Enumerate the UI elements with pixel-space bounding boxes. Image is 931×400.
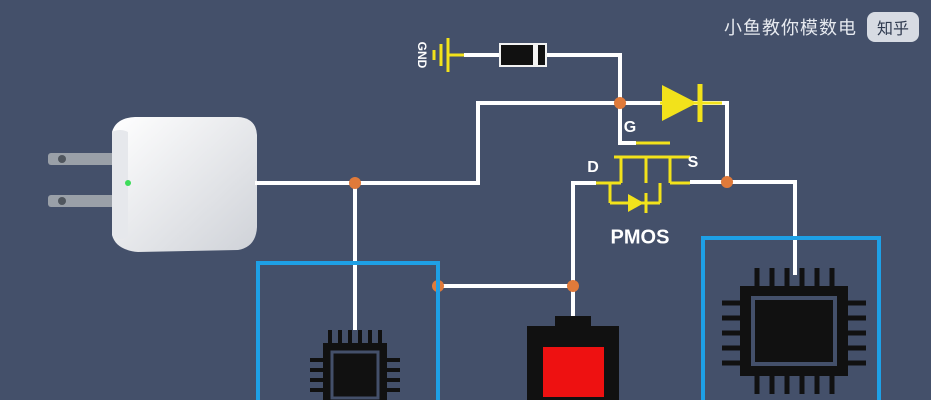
watermark-badge: 知乎: [866, 12, 919, 42]
wire-drain: [571, 181, 596, 322]
diode-yellow-icon: [660, 84, 722, 122]
junction-dot: [349, 177, 361, 189]
watermark-title: 小鱼教你模数电: [723, 18, 857, 39]
wire-main-charger: [255, 101, 729, 185]
junction-dot: [614, 97, 626, 109]
wire-gate-branch: [546, 53, 622, 103]
watermark: 小鱼教你模数电 知乎: [724, 12, 919, 42]
wire-source: [690, 180, 797, 275]
source-label: S: [688, 154, 699, 171]
junctions: [349, 97, 733, 292]
drain-label: D: [587, 159, 599, 176]
junction-dot: [721, 176, 733, 188]
usb-charger-icon: [48, 117, 257, 252]
diode-icon: [499, 43, 547, 67]
wire-gate: [618, 103, 636, 145]
gnd-label: GND: [415, 42, 429, 69]
left-load-box: [256, 261, 440, 400]
chip-icon-left: [310, 330, 400, 400]
junction-dot: [567, 280, 579, 292]
chip-icon-right: [722, 268, 866, 394]
wires: [255, 53, 797, 330]
pmos-label: PMOS: [611, 226, 670, 248]
gate-label: G: [624, 119, 636, 136]
right-load-box: [701, 236, 881, 400]
ground-icon: [432, 38, 464, 72]
battery-icon: [527, 316, 619, 400]
pmos-icon: [596, 141, 690, 213]
